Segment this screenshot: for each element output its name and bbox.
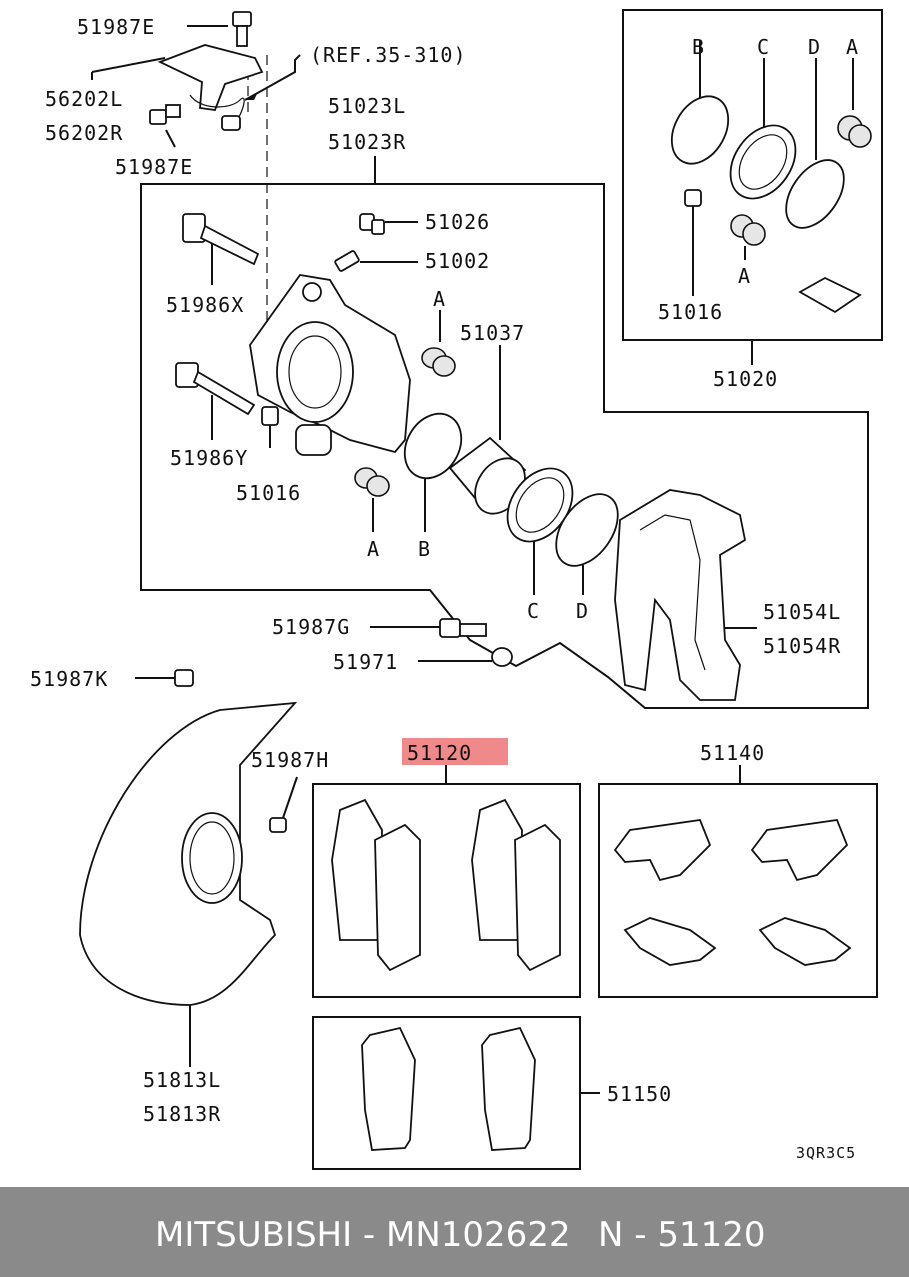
- label-kit-a-top: A: [846, 35, 859, 59]
- bolt-51987e-top: [232, 11, 252, 47]
- label-51140: 51140: [700, 741, 765, 765]
- label-kit-c: C: [757, 35, 770, 59]
- label-kit-a-bottom: A: [738, 264, 751, 288]
- bleeder-screw-51002: [334, 250, 360, 272]
- clip-kit-frame: [598, 783, 878, 998]
- label-51987e-top: 51987E: [77, 15, 155, 39]
- label-51023l: 51023L: [328, 94, 406, 118]
- caliper-support-51054: [614, 489, 747, 701]
- boot-a-upper: [421, 347, 456, 377]
- bolt-51987k: [174, 669, 194, 687]
- boot-a-lower: [354, 467, 390, 497]
- label-a-lower: A: [367, 537, 380, 561]
- label-51813r: 51813R: [143, 1102, 221, 1126]
- label-d: D: [576, 599, 589, 623]
- clip-kit-51140: [613, 819, 852, 966]
- footer-bar: MITSUBISHI - MN102622 N - 51120: [0, 1187, 909, 1277]
- label-56202l: 56202L: [45, 87, 123, 111]
- label-51150: 51150: [607, 1082, 672, 1106]
- sleeve-51016: [261, 406, 279, 426]
- ref-arrow: [244, 54, 301, 101]
- label-51054l: 51054L: [763, 600, 841, 624]
- diagram-code: 3QR3C5: [796, 1144, 856, 1162]
- caliper-body: [249, 274, 411, 456]
- label-51987k: 51987K: [30, 667, 108, 691]
- reference-code: N - 51120: [598, 1215, 766, 1255]
- label-kit-51016: 51016: [658, 300, 723, 324]
- label-56202r: 56202R: [45, 121, 123, 145]
- bleeder-cap-51026: [359, 213, 385, 235]
- nut-51971: [491, 647, 513, 667]
- bolt-51987e-bottom: [149, 104, 181, 125]
- ring-d: [555, 493, 619, 567]
- label-kit-b: B: [692, 35, 705, 59]
- ref-arrow-head: [245, 92, 258, 100]
- label-51002: 51002: [425, 249, 490, 273]
- highlight-51120: [402, 738, 508, 765]
- brake-parts-diagram: 51987E (REF.35-310) 56202L 56202R 51987E…: [30, 9, 883, 1170]
- shim-kit-51150: [361, 1026, 536, 1151]
- part-labels: 51987E (REF.35-310) 56202L 56202R 51987E…: [30, 15, 859, 1162]
- label-c: C: [527, 599, 540, 623]
- guide-pin-51986x: [182, 213, 260, 266]
- label-kit-d: D: [808, 35, 821, 59]
- label-51987g: 51987G: [272, 615, 350, 639]
- leader-lines: [91, 25, 854, 1094]
- label-51016: 51016: [236, 481, 301, 505]
- label-51813l: 51813L: [143, 1068, 221, 1092]
- label-b: B: [418, 537, 431, 561]
- pad-set-51120: [331, 798, 561, 972]
- caliper-assembly-frame: [140, 183, 869, 709]
- label-51037: 51037: [460, 321, 525, 345]
- label-51023r: 51023R: [328, 130, 406, 154]
- bolt-51987h: [269, 817, 287, 833]
- label-a-upper: A: [433, 287, 446, 311]
- hose-bracket-56202: [157, 44, 264, 111]
- label-51054r: 51054R: [763, 634, 841, 658]
- label-51987h: 51987H: [251, 748, 329, 772]
- brand-part-number: MITSUBISHI - MN102622: [155, 1215, 571, 1255]
- seal-kit-contents: [670, 95, 872, 314]
- label-51986y: 51986Y: [170, 446, 248, 470]
- dust-shield-51813: [79, 701, 298, 1006]
- label-51987e-bottom: 51987E: [115, 155, 193, 179]
- label-51026: 51026: [425, 210, 490, 234]
- guide-pin-51986y: [175, 362, 256, 416]
- label-51020: 51020: [713, 367, 778, 391]
- piston-seal-b: [403, 412, 463, 480]
- shim-kit-frame: [312, 1016, 581, 1170]
- label-51986x: 51986X: [166, 293, 244, 317]
- label-51120: 51120: [407, 741, 472, 765]
- label-ref: (REF.35-310): [310, 43, 467, 67]
- bolt-51987g: [439, 618, 487, 638]
- label-51971: 51971: [333, 650, 398, 674]
- hose-fitting: [221, 115, 241, 131]
